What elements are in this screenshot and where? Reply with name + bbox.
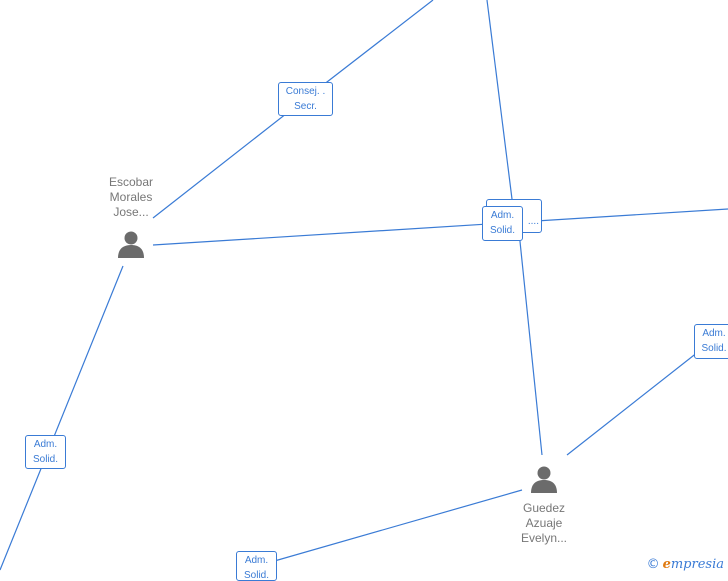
person-name-line: Morales [109,190,153,204]
brand-initial: e [662,557,671,572]
edge-label-line: Secr. [294,101,317,112]
edge-label-line: Consej. . [285,86,326,97]
edge-label-line: Adm. [244,555,269,566]
edge-label-line: .... [527,216,539,227]
person-icon [118,231,144,258]
edge-label-adm-solid-bottom[interactable]: Adm. Solid. [236,551,277,581]
edge-escobar-to-consej [152,98,306,219]
person-name-line: Escobar [108,175,154,189]
edge-escobar-to-bottom-left [0,265,124,571]
person-icon [531,466,557,493]
person-name: Guedez Azuaje Evelyn... [509,501,579,546]
edge-label-line: Adm. [33,439,58,450]
edge-label-adm-solid-left[interactable]: Adm. Solid. [25,435,66,469]
edge-label-line: Adm. [702,328,726,339]
edge-label-adm-solid-center[interactable]: Adm. Solid. [482,206,523,241]
person-node-escobar[interactable]: Escobar Morales Jose... [96,175,166,260]
person-name-line: Jose... [113,205,149,219]
empresia-watermark: ©empresia [647,557,724,572]
edge-label-line: Solid. [701,343,727,354]
person-name-line: Evelyn... [520,531,568,545]
edge-escobar-to-right [152,208,728,246]
edge-guedez-to-right [566,340,713,456]
edge-label-line: Adm. [490,210,515,221]
edge-label-line: Solid. [489,225,515,236]
edge-label-adm-solid-right[interactable]: Adm. Solid. [694,324,728,359]
person-name: Escobar Morales Jose... [96,175,166,220]
edge-guedez-to-bottom [256,489,523,567]
edge-center-to-guedez [517,221,543,456]
edge-top-to-center [486,0,515,216]
brand-name: mpresia [670,557,724,572]
person-name-line: Azuaje [525,516,563,530]
edge-label-line: Solid. [32,454,58,465]
edge-label-consej-secr[interactable]: Consej. . Secr. [278,82,333,116]
person-name-line: Guedez [522,501,566,515]
copyright-icon: © [646,557,660,572]
person-node-guedez[interactable]: Guedez Azuaje Evelyn... [509,465,579,546]
